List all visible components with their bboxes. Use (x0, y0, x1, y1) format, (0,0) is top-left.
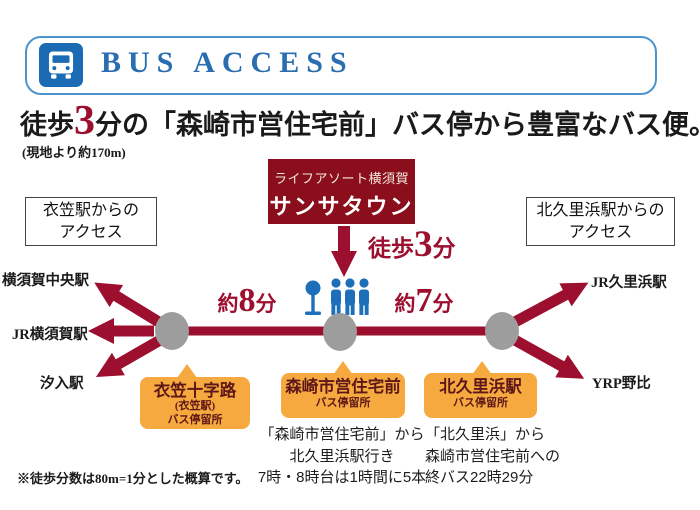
duration-8min-label: 約8分 (190, 284, 304, 318)
headline-minutes: 3 (74, 98, 95, 144)
busstop-morisaki: 森崎市営住宅前 バス停留所 (281, 373, 405, 418)
walk-minutes: 3 (414, 224, 433, 265)
busstop-kitakurihama: 北久里浜駅 バス停留所 (424, 373, 537, 418)
property-brand: ライフアソート横須賀 (273, 171, 409, 186)
header-title: BUS ACCESS (101, 46, 354, 79)
access-box-kitakurihama: 北久里浜駅からの アクセス (526, 197, 675, 246)
station-jr-kurihama: JR久里浜駅 (591, 275, 667, 291)
duration-left-prefix: 約 (217, 292, 239, 316)
arrow-shioiri-icon (95, 334, 165, 377)
property-name: サンサタウン (269, 194, 414, 219)
station-jr-yokosuka: JR横須賀駅 (12, 327, 88, 343)
duration-right-suffix: 分 (432, 292, 454, 316)
property-name-box: ライフアソート横須賀 サンサタウン (268, 159, 415, 224)
station-yokosukachuo: 横須賀中央駅 (2, 273, 89, 289)
headline-suffix: 分の「森崎市営住宅前」バス停から豊富なバス便。 (95, 110, 700, 140)
busstop-1-name: 衣笠十字路 (153, 381, 237, 400)
walk-time-label: 徒歩3分 (368, 226, 456, 263)
schedule-right-line1: 「北久里浜」から (425, 426, 546, 443)
busstop-1-type: バス停留所 (167, 414, 223, 426)
node-kinugasa (155, 312, 189, 350)
busstop-2-type: バス停留所 (315, 397, 371, 409)
headline-prefix: 徒歩 (20, 110, 74, 140)
access-left-line1: 衣笠駅からの (42, 202, 139, 219)
duration-left-minutes: 8 (238, 282, 256, 319)
access-right-line1: 北久里浜駅からの (536, 202, 665, 219)
busstop-1-pointer (177, 364, 197, 378)
arrow-yokosukachuo-icon (94, 282, 165, 329)
walk-suffix: 分 (432, 236, 456, 261)
busstop-2-pointer (333, 361, 353, 375)
duration-left-suffix: 分 (255, 292, 277, 316)
duration-right-minutes: 7 (415, 282, 433, 319)
arrow-jr-kurihama-icon (510, 282, 589, 328)
bus-stop-sign-icon (305, 280, 321, 315)
busstop-1-sub: (衣笠駅) (174, 400, 216, 412)
schedule-note-right: 「北久里浜」から 森崎市営住宅前への 終バス22時29分 (425, 424, 640, 489)
walk-prefix: 徒歩 (368, 236, 414, 261)
busstop-3-type: バス停留所 (453, 397, 508, 409)
node-kitakurihama (485, 312, 519, 350)
bus-icon (39, 43, 83, 87)
arrow-yrp-nobi-icon (510, 334, 585, 379)
duration-right-prefix: 約 (394, 292, 416, 316)
schedule-note-center: 「森崎市営住宅前」から 北久里浜駅行き 7時・8時台は1時間に5本 (233, 424, 451, 489)
people-icon (331, 278, 369, 315)
schedule-center-line3: 7時・8時台は1時間に5本 (257, 469, 427, 486)
schedule-right-line3: 終バス22時29分 (425, 469, 534, 486)
headline: 徒歩3分の「森崎市営住宅前」バス停から豊富なバス便。 (20, 98, 700, 144)
busstop-kinugasa-jujiro: 衣笠十字路 (衣笠駅) バス停留所 (140, 377, 250, 429)
station-yrp-nobi: YRP野比 (592, 376, 651, 392)
headline-note: (現地より約170m) (22, 145, 126, 160)
duration-7min-label: 約7分 (367, 284, 481, 318)
schedule-center-line1: 「森崎市営住宅前」から (259, 426, 425, 443)
access-box-kinugasa: 衣笠駅からの アクセス (25, 197, 157, 246)
station-shioiri: 汐入駅 (40, 376, 84, 392)
node-morisaki (323, 313, 357, 351)
schedule-center-line2: 北久里浜駅行き (289, 447, 395, 465)
footnote: ※徒歩分数は80m=1分とした概算です。 (17, 471, 249, 486)
header-box: BUS ACCESS (25, 36, 657, 95)
schedule-right-line2: 森崎市営住宅前への (425, 447, 561, 465)
busstop-3-name: 北久里浜駅 (439, 377, 522, 396)
busstop-3-pointer (472, 361, 492, 375)
busstop-2-name: 森崎市営住宅前 (285, 377, 401, 396)
access-left-line2: アクセス (59, 224, 123, 241)
access-right-line2: アクセス (568, 224, 633, 241)
